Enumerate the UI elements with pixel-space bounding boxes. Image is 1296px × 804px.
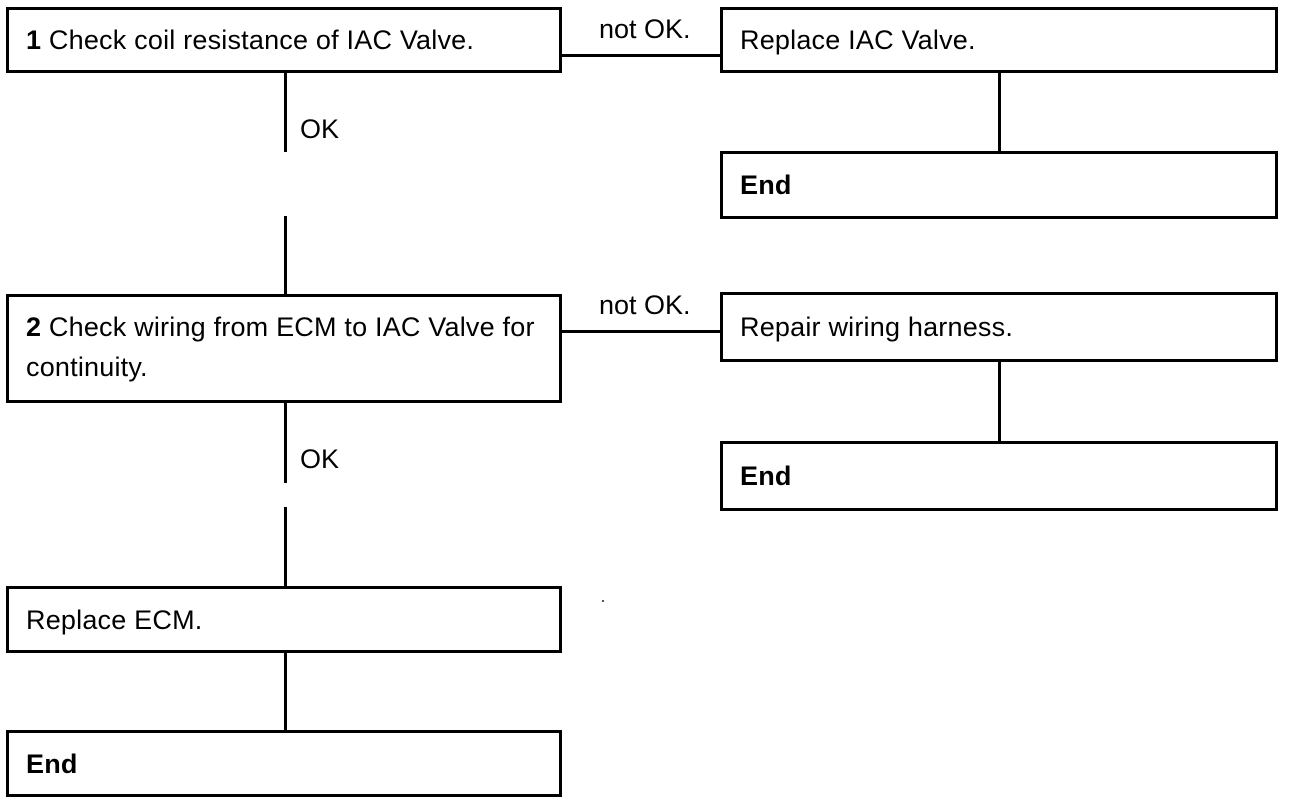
step1-label: Check coil resistance of IAC Valve. xyxy=(41,25,475,55)
step2-label-line2: continuity. xyxy=(26,352,148,382)
connector-step1-ok-upper xyxy=(284,73,287,152)
step2-text-line1: 2 Check wiring from ECM to IAC Valve for xyxy=(26,307,559,347)
scan-speck xyxy=(602,600,604,602)
replace-ecm-box: Replace ECM. xyxy=(6,586,562,653)
ok-label-1: OK xyxy=(300,114,340,144)
end-label-3: End xyxy=(26,748,78,779)
connector-replace-ecm-to-end xyxy=(284,653,287,731)
step2-number: 2 xyxy=(26,312,42,342)
step2-label-line1: Check wiring from ECM to IAC Valve for xyxy=(41,312,535,342)
not-ok-label-1: not OK. xyxy=(599,14,691,44)
replace-ecm-label: Replace ECM. xyxy=(26,604,203,635)
step1-text: 1 Check coil resistance of IAC Valve. xyxy=(26,20,474,60)
connector-step1-not-ok xyxy=(562,54,722,57)
end-box-3: End xyxy=(6,730,562,797)
end-box-2: End xyxy=(720,441,1278,511)
connector-step2-not-ok xyxy=(562,330,722,333)
connector-step2-ok-upper xyxy=(284,403,287,483)
ok-label-2: OK xyxy=(300,444,340,474)
connector-step1-ok-lower xyxy=(284,216,287,295)
end-label-2: End xyxy=(740,461,792,491)
repair-wiring-harness-box: Repair wiring harness. xyxy=(720,292,1278,362)
connector-repair-wiring-to-end xyxy=(998,362,1001,442)
replace-iac-valve-box: Replace IAC Valve. xyxy=(720,7,1278,73)
connector-replace-iac-to-end xyxy=(998,73,1001,152)
repair-wiring-harness-label: Repair wiring harness. xyxy=(740,312,1014,342)
replace-iac-valve-label: Replace IAC Valve. xyxy=(740,25,976,55)
step1-number: 1 xyxy=(26,25,42,55)
end-label-1: End xyxy=(740,170,792,200)
end-box-1: End xyxy=(720,151,1278,219)
step1-box: 1 Check coil resistance of IAC Valve. xyxy=(6,7,562,73)
not-ok-label-2: not OK. xyxy=(599,290,691,320)
connector-step2-ok-lower xyxy=(284,507,287,587)
step2-box: 2 Check wiring from ECM to IAC Valve for… xyxy=(6,294,562,403)
